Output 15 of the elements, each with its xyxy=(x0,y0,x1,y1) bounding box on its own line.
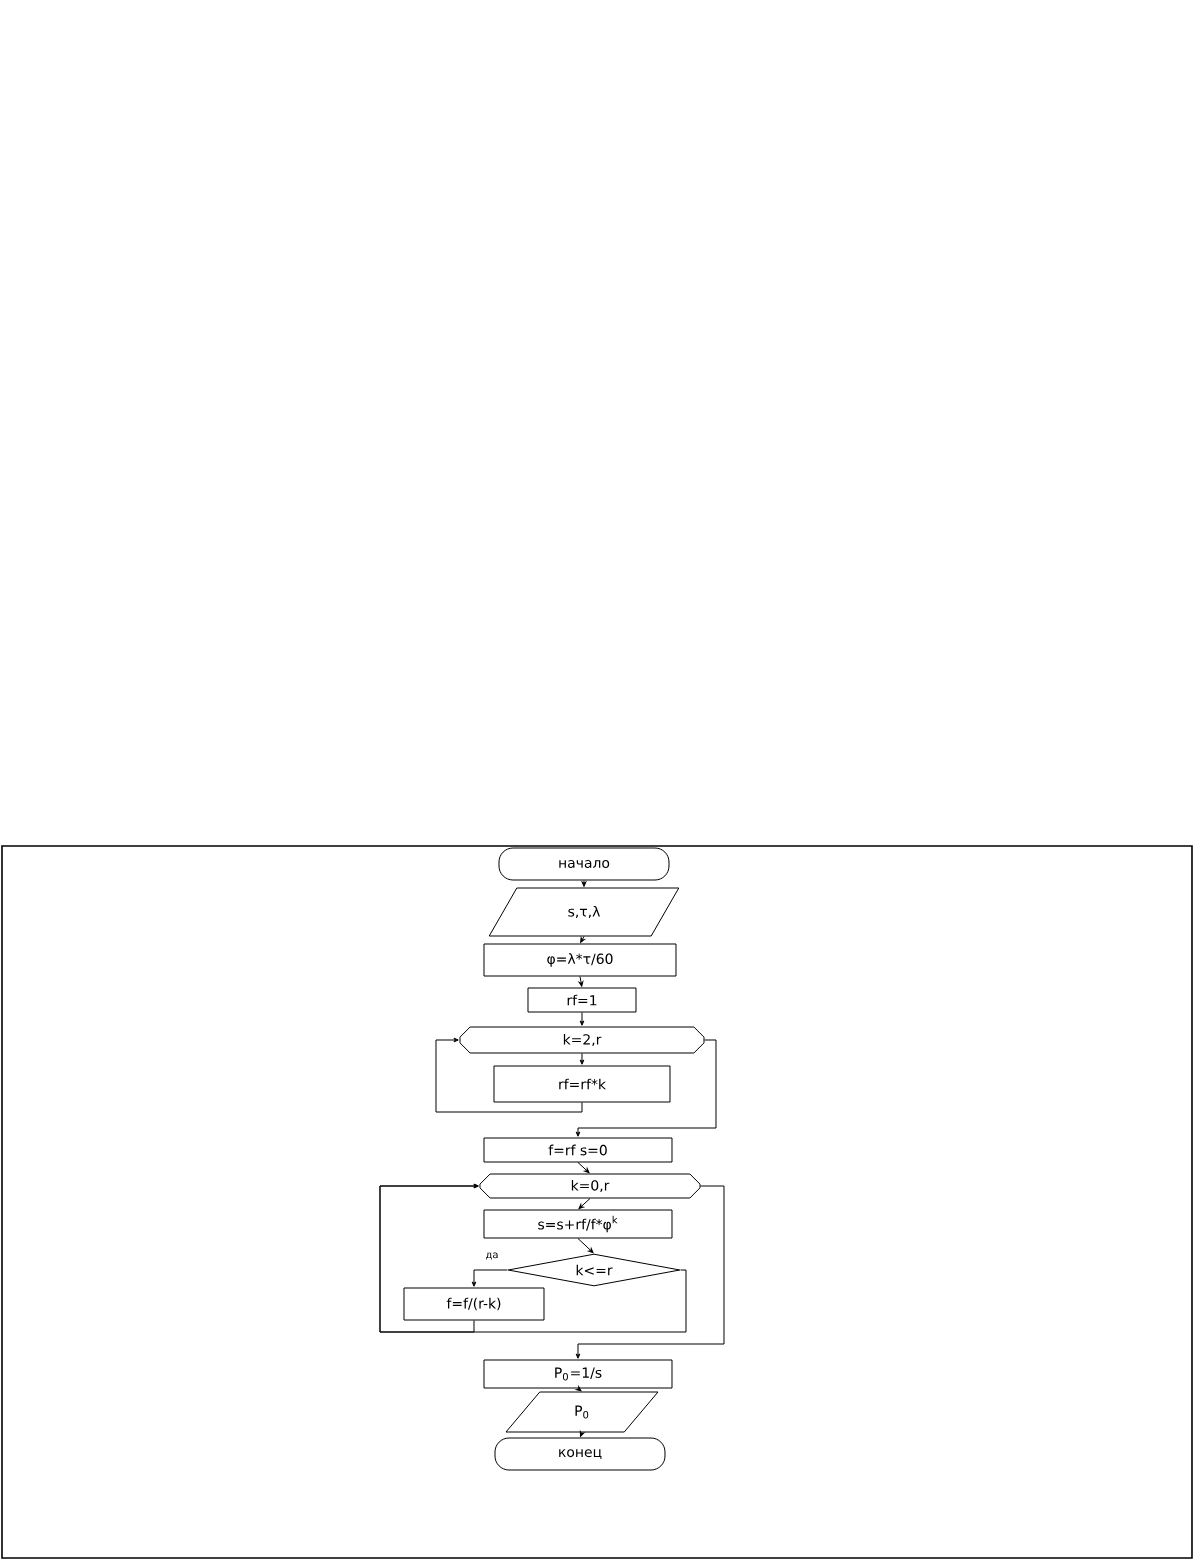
loop-arrow xyxy=(575,1185,725,1359)
arrow xyxy=(579,1012,585,1026)
loop-arrow xyxy=(379,1183,687,1333)
arrow xyxy=(579,1431,585,1437)
arrow xyxy=(581,880,587,887)
arrow xyxy=(577,1238,594,1254)
loop-arrow xyxy=(575,1039,717,1137)
arrow xyxy=(576,1386,582,1392)
loop-arrow xyxy=(435,1037,583,1113)
arrow xyxy=(578,976,584,987)
arrow xyxy=(577,1162,590,1174)
arrow xyxy=(580,936,585,943)
arrow xyxy=(579,1053,585,1065)
arrow xyxy=(578,1198,591,1210)
arrow xyxy=(471,1269,508,1287)
